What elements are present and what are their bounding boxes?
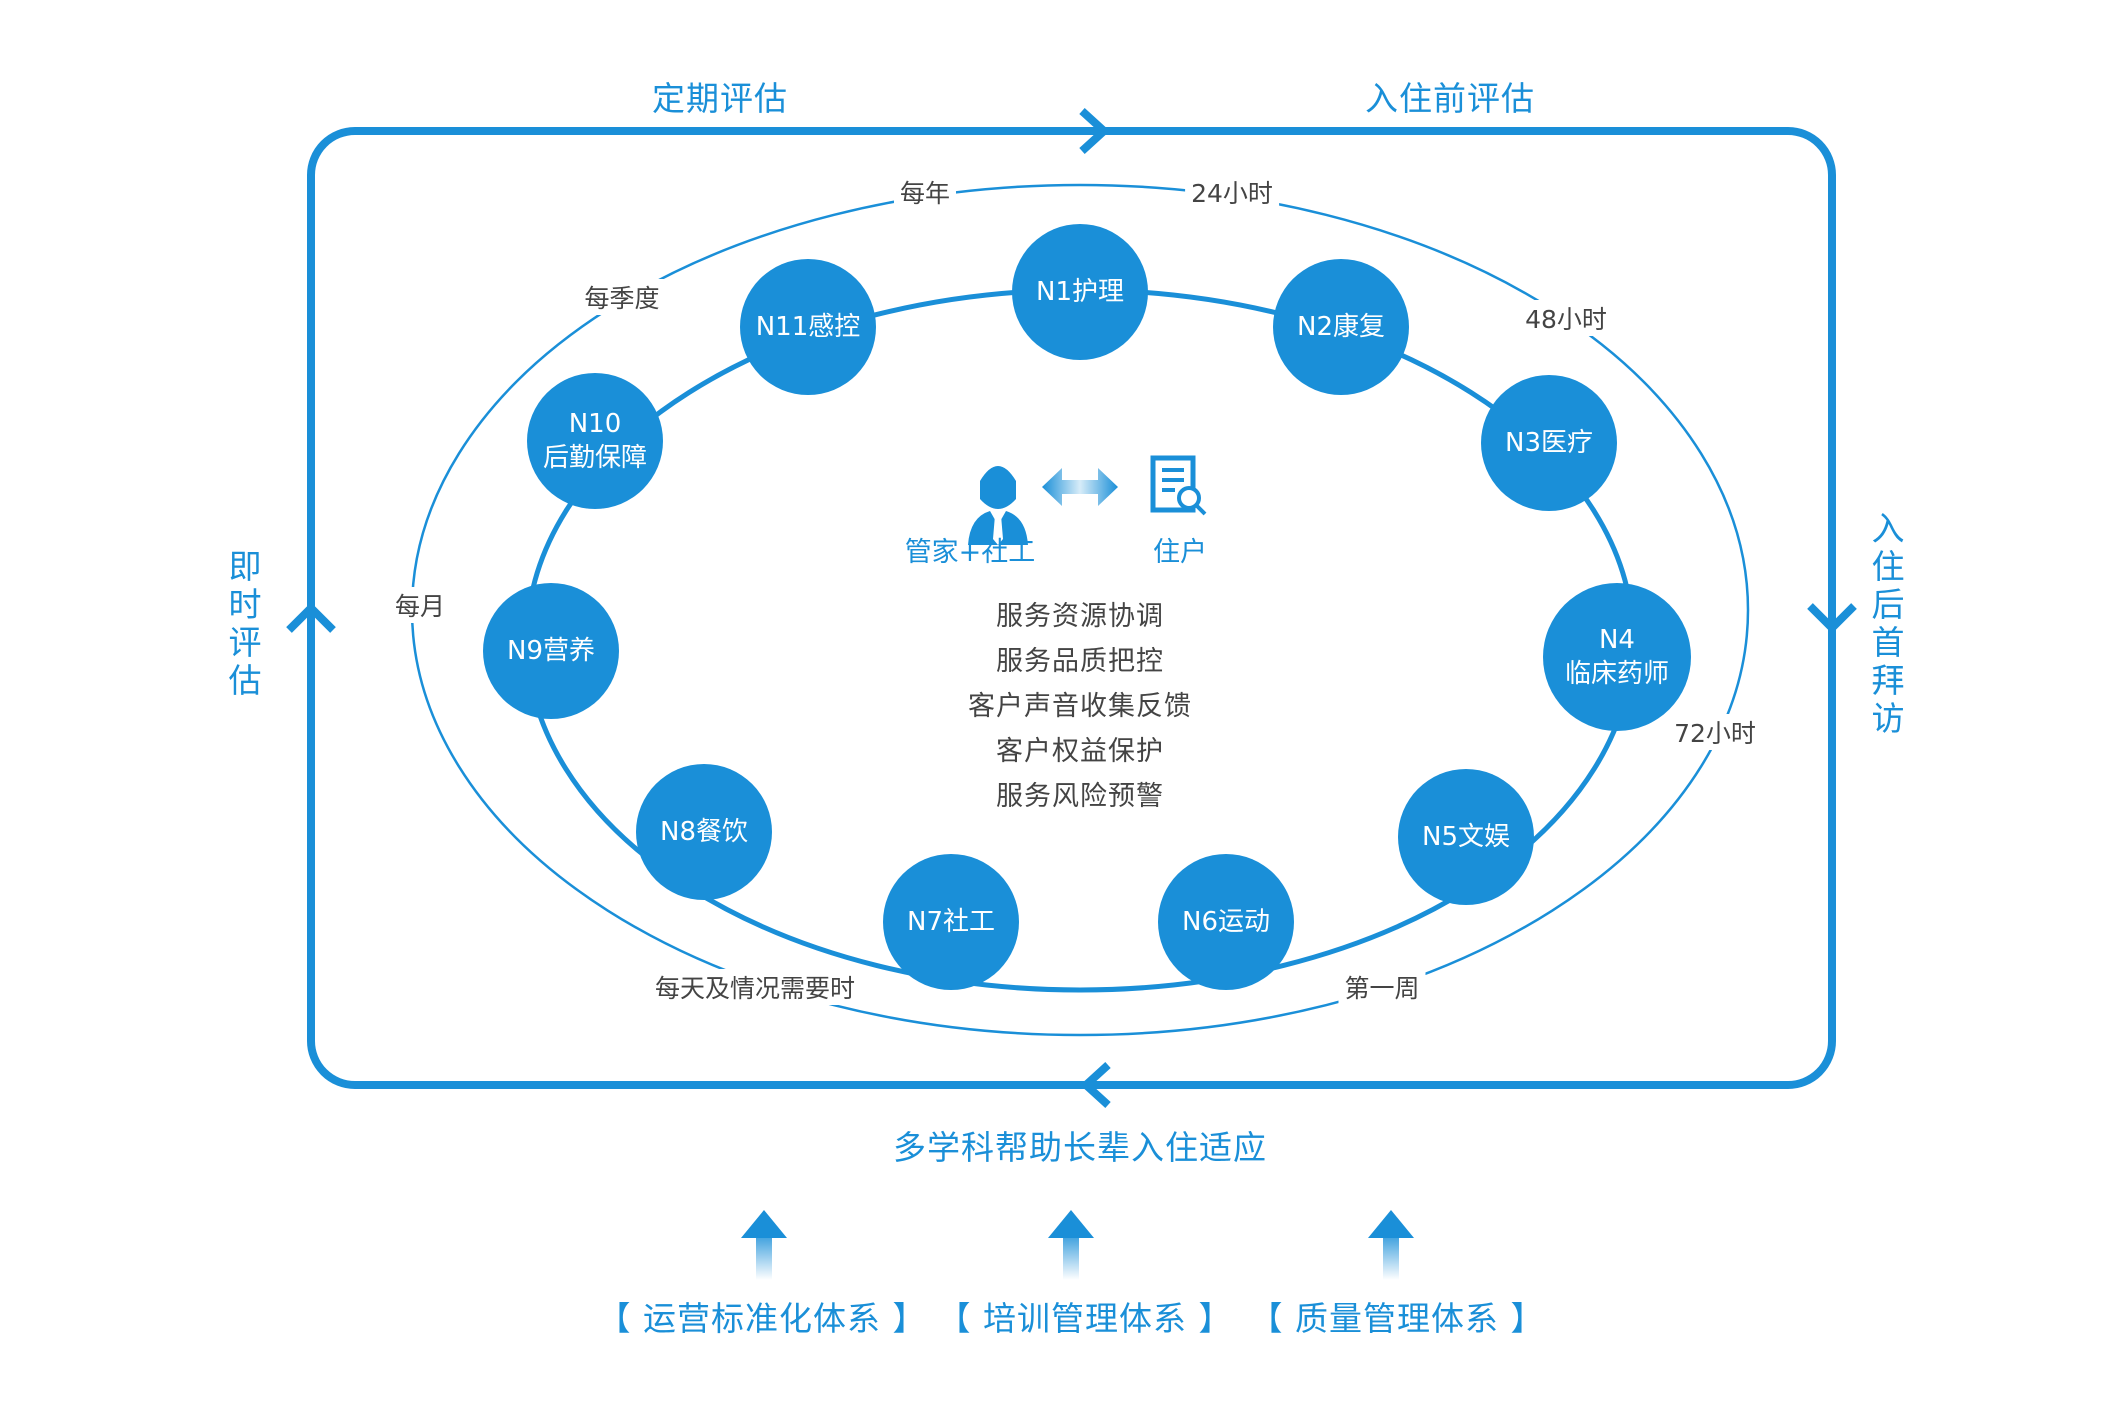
node-n7-social-work[interactable]: N7社工 [883,854,1019,990]
node-n5-recreation[interactable]: N5文娱 [1398,769,1534,905]
freq-daily: 每天及情况需要时 [648,969,862,1005]
person-icon [968,466,1028,545]
node-n11-infection-control[interactable]: N11感控 [740,259,876,395]
freq-quarterly: 每季度 [578,279,666,315]
node-n8-catering[interactable]: N8餐饮 [636,764,772,900]
double-arrow-icon [1042,468,1118,506]
node-label: N6运动 [1182,907,1270,937]
label-multidisciplinary-adaptation: 多学科帮助长辈入住适应 [893,1128,1267,1167]
node-label: N10 后勤保障 [542,409,647,473]
node-n6-exercise[interactable]: N6运动 [1158,854,1294,990]
duty-item: 服务资源协调 [996,601,1164,632]
up-arrow-icon [1368,1210,1414,1280]
node-n1-nursing[interactable]: N1护理 [1012,224,1148,360]
system-training-management: 【 培训管理体系 】 [937,1299,1233,1338]
node-n3-medical[interactable]: N3医疗 [1481,375,1617,511]
node-label: N8餐饮 [660,817,748,847]
node-label: N3医疗 [1505,428,1593,458]
center-role-resident: 住户 [1153,537,1207,568]
duty-item: 服务风险预警 [996,781,1164,812]
freq-48h: 48小时 [1519,300,1613,336]
node-n2-rehabilitation[interactable]: N2康复 [1273,259,1409,395]
node-label: N7社工 [907,907,995,937]
freq-yearly: 每年 [893,174,957,210]
system-quality-management: 【 质量管理体系 】 [1249,1299,1545,1338]
duty-item: 客户声音收集反馈 [968,691,1192,722]
freq-first-week: 第一周 [1338,969,1426,1005]
up-arrow-icon [1048,1210,1094,1280]
node-label: N2康复 [1297,312,1385,342]
node-n10-logistics[interactable]: N10 后勤保障 [527,373,663,509]
freq-72h: 72小时 [1668,714,1762,750]
system-operations-standardization: 【 运营标准化体系 】 [597,1299,927,1338]
duty-item: 服务品质把控 [996,646,1164,677]
node-label: N4 临床药师 [1564,625,1669,689]
chevron-left-icon [1080,1062,1111,1108]
chevron-up-icon [286,602,336,633]
node-n4-clinical-pharmacist[interactable]: N4 临床药师 [1543,583,1691,731]
node-label: N5文娱 [1422,822,1510,852]
label-pre-admission-assessment: 入住前评估 [1365,79,1535,118]
label-periodic-assessment: 定期评估 [652,79,788,118]
node-label: N1护理 [1036,277,1124,307]
chevron-down-icon [1807,603,1857,634]
freq-monthly: 每月 [388,587,452,623]
freq-24h: 24小时 [1185,174,1279,210]
node-label: N11感控 [755,312,861,342]
label-post-admission-visit: 入住后首拜访 [1871,509,1905,738]
chevron-right-icon [1079,108,1110,154]
label-instant-assessment: 即时评估 [228,547,262,700]
center-role-butler-social-worker: 管家+社工 [904,537,1036,568]
resident-document-icon [1150,455,1207,516]
node-label: N9营养 [507,636,595,666]
node-n9-nutrition[interactable]: N9营养 [483,583,619,719]
duty-item: 客户权益保护 [996,736,1164,767]
up-arrow-icon [741,1210,787,1280]
